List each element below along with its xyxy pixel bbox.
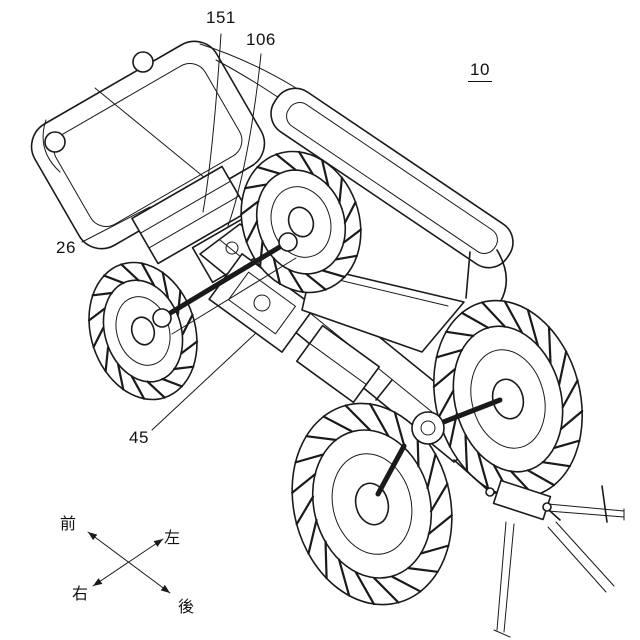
hood-crease <box>94 87 206 179</box>
hub <box>354 482 390 526</box>
ref-label-26: 26 <box>56 238 76 257</box>
engine-rib <box>139 180 232 234</box>
compass-label-rear: 後 <box>178 599 195 616</box>
headlight-right-icon <box>44 131 66 153</box>
front-right-wheel <box>240 150 362 294</box>
front-axle <box>152 232 298 335</box>
tire-tread <box>240 150 362 294</box>
mid-case-line <box>309 342 367 386</box>
rear-axle-housing <box>375 443 407 497</box>
left-right-arrow <box>92 538 164 587</box>
hub <box>130 316 156 346</box>
leader-106 <box>227 53 262 227</box>
engine-rib <box>148 195 240 249</box>
gearbox-cover <box>228 271 296 335</box>
roof-inner-line <box>286 102 498 254</box>
hub <box>287 206 315 238</box>
differential-plug <box>420 420 436 436</box>
leader-151 <box>202 33 222 213</box>
hitch-pin <box>601 485 608 523</box>
engine-block <box>131 165 249 265</box>
cab-roof <box>270 87 514 269</box>
leader-lines <box>81 33 262 431</box>
cab-panel <box>301 265 465 353</box>
cab-floor-panel <box>301 265 465 353</box>
cross-member <box>375 379 393 401</box>
tire-tread <box>291 402 453 606</box>
a-pillar <box>199 43 297 89</box>
front-left-wheel <box>87 261 199 401</box>
grille-arc <box>42 119 61 173</box>
orientation-compass <box>87 531 171 594</box>
differential <box>411 411 445 445</box>
drawbar <box>547 503 625 521</box>
front-axle-housing <box>159 239 291 321</box>
compass-label-left: 左 <box>164 530 181 547</box>
gear-case-plug <box>225 241 239 255</box>
leader-26 <box>81 206 151 243</box>
figure-number: 10 <box>468 60 492 82</box>
front-rear-arrow <box>87 531 171 594</box>
hood-inner-panel <box>53 63 243 227</box>
lower-link-left <box>493 521 515 638</box>
gearbox-plug <box>253 294 271 312</box>
ref-label-151: 151 <box>206 8 236 27</box>
rear-left-wheel <box>291 402 453 606</box>
link-joint <box>485 487 495 497</box>
cab-pillar <box>465 251 471 299</box>
wheel-hub-joint <box>152 308 172 328</box>
wheel-hub-joint <box>278 232 298 252</box>
link-joint <box>542 502 552 512</box>
rear-axle <box>375 397 503 497</box>
tie-rod <box>171 257 297 335</box>
roof-outline <box>270 87 514 269</box>
rim <box>331 453 413 555</box>
rear-right-wheel <box>432 299 584 499</box>
ref-label-106: 106 <box>246 30 276 49</box>
headlight-left-icon <box>132 51 154 73</box>
lower-link-right <box>547 521 615 593</box>
cab-floor-line <box>321 275 449 307</box>
tire-shoulder <box>102 279 184 383</box>
compass-label-front: 前 <box>60 516 77 533</box>
rear-hitch <box>453 459 625 638</box>
leader-45 <box>151 332 257 431</box>
transmission <box>208 253 381 404</box>
ref-label-45: 45 <box>129 428 149 447</box>
compass-label-right: 右 <box>72 586 89 603</box>
rim <box>270 186 332 258</box>
